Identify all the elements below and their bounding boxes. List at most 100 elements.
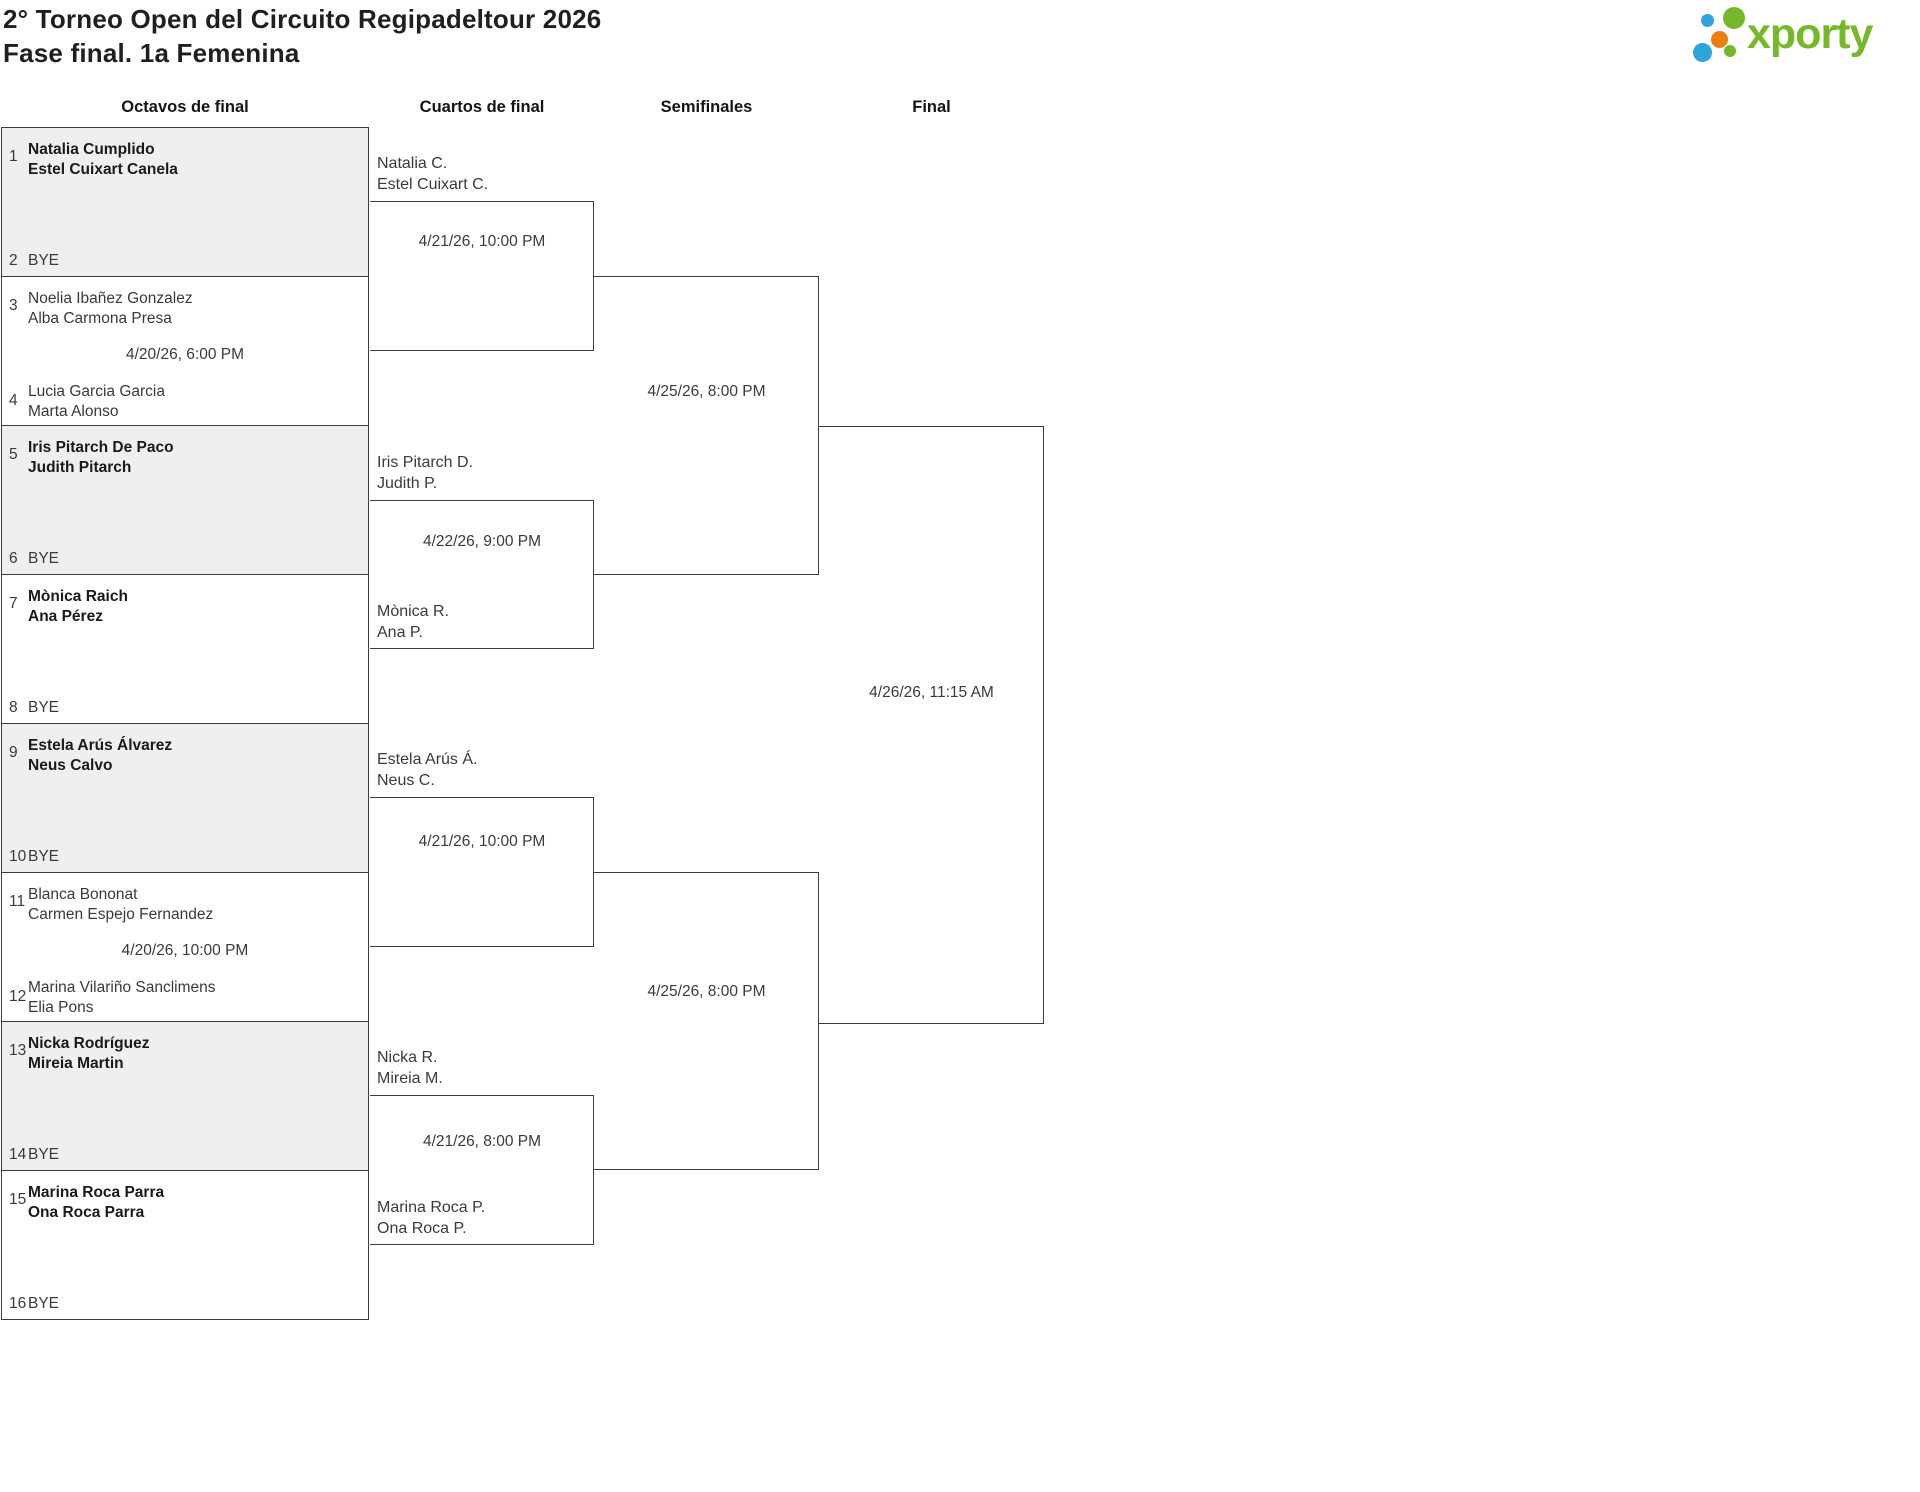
- team-name: Iris Pitarch D.: [377, 454, 474, 471]
- match-slot-bottom: 4 Lucia Garcia Garcia Marta Alonso: [9, 382, 362, 422]
- logo-dot-green-small-icon: [1724, 45, 1736, 57]
- r16-match-7: 13 Nicka Rodríguez Mireia Martin 14 BYE: [1, 1022, 369, 1171]
- sf-match-1-box: [594, 276, 819, 575]
- qf3-date: 4/21/26, 10:00 PM: [418, 833, 546, 850]
- bye-label: BYE: [28, 1295, 60, 1312]
- round-of-16-column: 1 Natalia Cumplido Estel Cuixart Canela …: [1, 127, 369, 1320]
- seed-number: 10: [9, 848, 27, 865]
- team-name: Nicka Rodríguez: [28, 1035, 150, 1052]
- seed-number: 12: [9, 988, 27, 1005]
- sf2-date: 4/25/26, 8:00 PM: [647, 983, 766, 1000]
- team-name: Marina Roca Parra: [28, 1184, 165, 1201]
- seed-number: 8: [9, 699, 18, 716]
- seed-number: 5: [9, 446, 18, 463]
- qf4-top-team: Nicka R. Mireia M.: [377, 1047, 593, 1089]
- match-slot-top: 9 Estela Arús Álvarez Neus Calvo: [9, 736, 362, 776]
- seed-number: 13: [9, 1042, 27, 1059]
- r16-match-6: 11 Blanca Bononat Carmen Espejo Fernande…: [1, 873, 369, 1022]
- seed-number: 2: [9, 252, 18, 269]
- team-name: Mònica R.: [377, 603, 450, 620]
- page-title: 2° Torneo Open del Circuito Regipadeltou…: [3, 2, 601, 70]
- team-name: Lucia Garcia Garcia: [28, 383, 165, 400]
- seed-number: 4: [9, 392, 18, 409]
- qf1-date: 4/21/26, 10:00 PM: [418, 233, 546, 250]
- team-name: Marina Vilariño Sanclimens: [28, 979, 216, 996]
- bye-label: BYE: [28, 252, 60, 269]
- seed-number: 11: [9, 893, 26, 910]
- logo-dot-green-large-icon: [1723, 7, 1745, 29]
- match-slot-top: 7 Mònica Raich Ana Pérez: [9, 587, 362, 627]
- match-slot-bottom: 8 BYE: [9, 698, 362, 718]
- round-header-cuartos: Cuartos de final: [419, 98, 545, 116]
- seed-number: 6: [9, 550, 18, 567]
- seed-number: 7: [9, 595, 18, 612]
- match-slot-bottom: 14 BYE: [9, 1145, 362, 1165]
- seed-number: 15: [9, 1191, 27, 1208]
- sf1-date: 4/25/26, 8:00 PM: [647, 383, 766, 400]
- team-name: Estel Cuixart Canela: [28, 161, 178, 178]
- team-name: Neus Calvo: [28, 757, 113, 774]
- match-date: 4/20/26, 10:00 PM: [121, 942, 249, 959]
- sf-match-2-box: [594, 872, 819, 1170]
- team-name: Mireia Martin: [28, 1055, 124, 1072]
- r16-match-8: 15 Marina Roca Parra Ona Roca Parra 16 B…: [1, 1171, 369, 1320]
- team-name: Alba Carmona Presa: [28, 310, 172, 327]
- seed-number: 16: [9, 1295, 27, 1312]
- r16-match-5: 9 Estela Arús Álvarez Neus Calvo 10 BYE: [1, 724, 369, 873]
- team-name: Estel Cuixart C.: [377, 176, 489, 193]
- team-name: Neus C.: [377, 772, 435, 789]
- bye-label: BYE: [28, 550, 60, 567]
- team-name: Judith Pitarch: [28, 459, 132, 476]
- match-slot-top: 11 Blanca Bononat Carmen Espejo Fernande…: [9, 885, 362, 925]
- team-name: Nicka R.: [377, 1049, 438, 1066]
- logo-dot-blue-small-icon: [1701, 14, 1714, 27]
- qf2-bottom-team: Mònica R. Ana P.: [377, 601, 593, 643]
- team-name: Iris Pitarch De Paco: [28, 439, 174, 456]
- round-header-semifinales: Semifinales: [660, 98, 753, 116]
- qf1-top-team: Natalia C. Estel Cuixart C.: [377, 153, 593, 195]
- r16-match-3: 5 Iris Pitarch De Paco Judith Pitarch 6 …: [1, 426, 369, 575]
- match-slot-top: 3 Noelia Ibañez Gonzalez Alba Carmona Pr…: [9, 289, 362, 329]
- team-name: Marina Roca P.: [377, 1199, 486, 1216]
- r16-match-2: 3 Noelia Ibañez Gonzalez Alba Carmona Pr…: [1, 277, 369, 426]
- logo-wordmark: xporty: [1747, 10, 1873, 58]
- team-name: Ana P.: [377, 624, 423, 641]
- team-name: Noelia Ibañez Gonzalez: [28, 290, 193, 307]
- team-name: Estela Arús Á.: [377, 751, 478, 768]
- team-name: Ona Roca Parra: [28, 1204, 145, 1221]
- team-name: Mireia M.: [377, 1070, 443, 1087]
- qf-match-1-box: [370, 201, 594, 351]
- phase-subtitle: Fase final. 1a Femenina: [3, 38, 300, 68]
- team-name: Elia Pons: [28, 999, 94, 1016]
- r16-match-4: 7 Mònica Raich Ana Pérez 8 BYE: [1, 575, 369, 724]
- qf4-date: 4/21/26, 8:00 PM: [422, 1133, 542, 1150]
- match-date: 4/20/26, 6:00 PM: [125, 346, 245, 363]
- final-date: 4/26/26, 11:15 AM: [869, 684, 994, 701]
- team-name: Ana Pérez: [28, 608, 103, 625]
- team-name: Marta Alonso: [28, 403, 119, 420]
- match-slot-bottom: 6 BYE: [9, 549, 362, 569]
- match-slot-top: 15 Marina Roca Parra Ona Roca Parra: [9, 1183, 362, 1223]
- round-header-octavos: Octavos de final: [121, 98, 249, 116]
- logo-dot-blue-large-icon: [1693, 43, 1712, 62]
- logo-dot-orange-icon: [1711, 31, 1728, 48]
- match-slot-top: 1 Natalia Cumplido Estel Cuixart Canela: [9, 140, 362, 180]
- seed-number: 14: [9, 1146, 27, 1163]
- bye-label: BYE: [28, 848, 60, 865]
- match-slot-top: 5 Iris Pitarch De Paco Judith Pitarch: [9, 438, 362, 478]
- team-name: Natalia C.: [377, 155, 448, 172]
- tournament-title: 2° Torneo Open del Circuito Regipadeltou…: [3, 4, 602, 34]
- final-match-box: [819, 426, 1044, 1024]
- qf3-top-team: Estela Arús Á. Neus C.: [377, 749, 593, 791]
- match-slot-bottom: 10 BYE: [9, 847, 362, 867]
- bye-label: BYE: [28, 1146, 60, 1163]
- bye-label: BYE: [28, 699, 60, 716]
- seed-number: 9: [9, 744, 18, 761]
- match-slot-bottom: 16 BYE: [9, 1294, 362, 1314]
- team-name: Ona Roca P.: [377, 1220, 467, 1237]
- r16-match-1: 1 Natalia Cumplido Estel Cuixart Canela …: [1, 128, 369, 277]
- team-name: Judith P.: [377, 475, 438, 492]
- qf2-date: 4/22/26, 9:00 PM: [422, 533, 542, 550]
- match-slot-top: 13 Nicka Rodríguez Mireia Martin: [9, 1034, 362, 1074]
